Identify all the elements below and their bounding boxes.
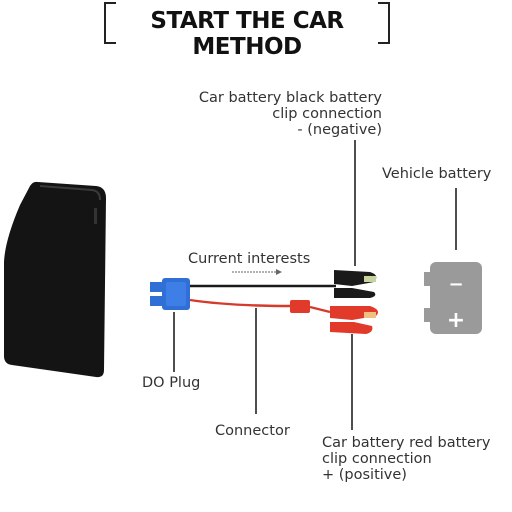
black-clip-label-line-2: clip connection (272, 106, 382, 122)
title-frame: START THE CAR METHOD (104, 2, 390, 60)
red-wire-boot (290, 300, 310, 313)
red-clip-label-line-1: Car battery red battery (322, 435, 491, 451)
red-clip (330, 306, 378, 334)
battery-positive-symbol: + (447, 308, 465, 333)
current-arrow-head (276, 269, 282, 275)
red-wire (189, 298, 293, 308)
vehicle-battery-icon: − + (424, 262, 482, 334)
black-clip (334, 270, 377, 298)
red-clip-label-line-2: clip connection (322, 451, 432, 467)
power-bank (4, 181, 106, 378)
connector-label: Connector (215, 423, 290, 439)
battery-negative-symbol: − (448, 274, 463, 295)
page-title: START THE CAR METHOD (150, 8, 344, 60)
red-clip-label-line-3: + (positive) (322, 467, 407, 483)
title-bracket-right (378, 2, 390, 44)
current-label: Current interests (188, 251, 311, 267)
power-bank-button (94, 208, 97, 224)
do-plug (150, 278, 190, 310)
black-clip-label: Car battery black battery clip connectio… (170, 90, 382, 138)
do-plug-label: DO Plug (142, 375, 201, 391)
red-clip-label: Car battery red battery clip connection … (322, 435, 490, 483)
vehicle-battery-label: Vehicle battery (382, 166, 492, 182)
black-clip-label-line-1: Car battery black battery (198, 90, 382, 106)
red-wire-end (309, 305, 331, 314)
title-bracket-left (104, 2, 116, 44)
black-clip-label-line-3: - (negative) (297, 122, 382, 138)
